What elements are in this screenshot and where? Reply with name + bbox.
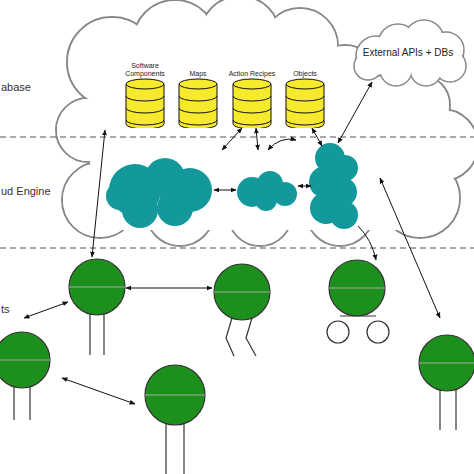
cloud-label: External APIs + DBs <box>346 47 470 59</box>
database-label: Software Components <box>120 62 170 78</box>
robot <box>0 332 50 420</box>
cylinder-shape <box>227 56 277 128</box>
database-cylinder: Action Recipes <box>227 56 277 128</box>
cloud-outline <box>56 0 474 246</box>
cloud-fill <box>57 0 474 245</box>
robot <box>327 260 389 343</box>
external-cloud: External APIs + DBs <box>346 18 470 88</box>
database-cylinder: Maps <box>173 56 223 128</box>
arrow <box>24 82 440 404</box>
database-label: Action Recipes <box>227 70 277 78</box>
robot <box>145 365 205 474</box>
robot <box>419 335 474 430</box>
robot <box>69 259 125 355</box>
engine-cloud <box>237 171 297 211</box>
arrow <box>358 226 376 260</box>
layer-separator <box>0 137 474 138</box>
robot <box>214 264 270 356</box>
database-label: Maps <box>173 70 223 78</box>
database-cylinder: Objects <box>280 56 330 128</box>
layer-separator <box>0 248 474 249</box>
database-label: Objects <box>280 70 330 78</box>
layer-label: abase <box>1 81 31 93</box>
layer-label: ts <box>1 303 10 315</box>
engine-cloud <box>106 158 212 228</box>
cylinder-shape <box>280 56 330 128</box>
layer-label: ud Engine <box>1 185 51 197</box>
engine-cloud <box>309 143 358 229</box>
cylinder-shape <box>173 56 223 128</box>
database-cylinder: Software Components <box>120 56 170 128</box>
